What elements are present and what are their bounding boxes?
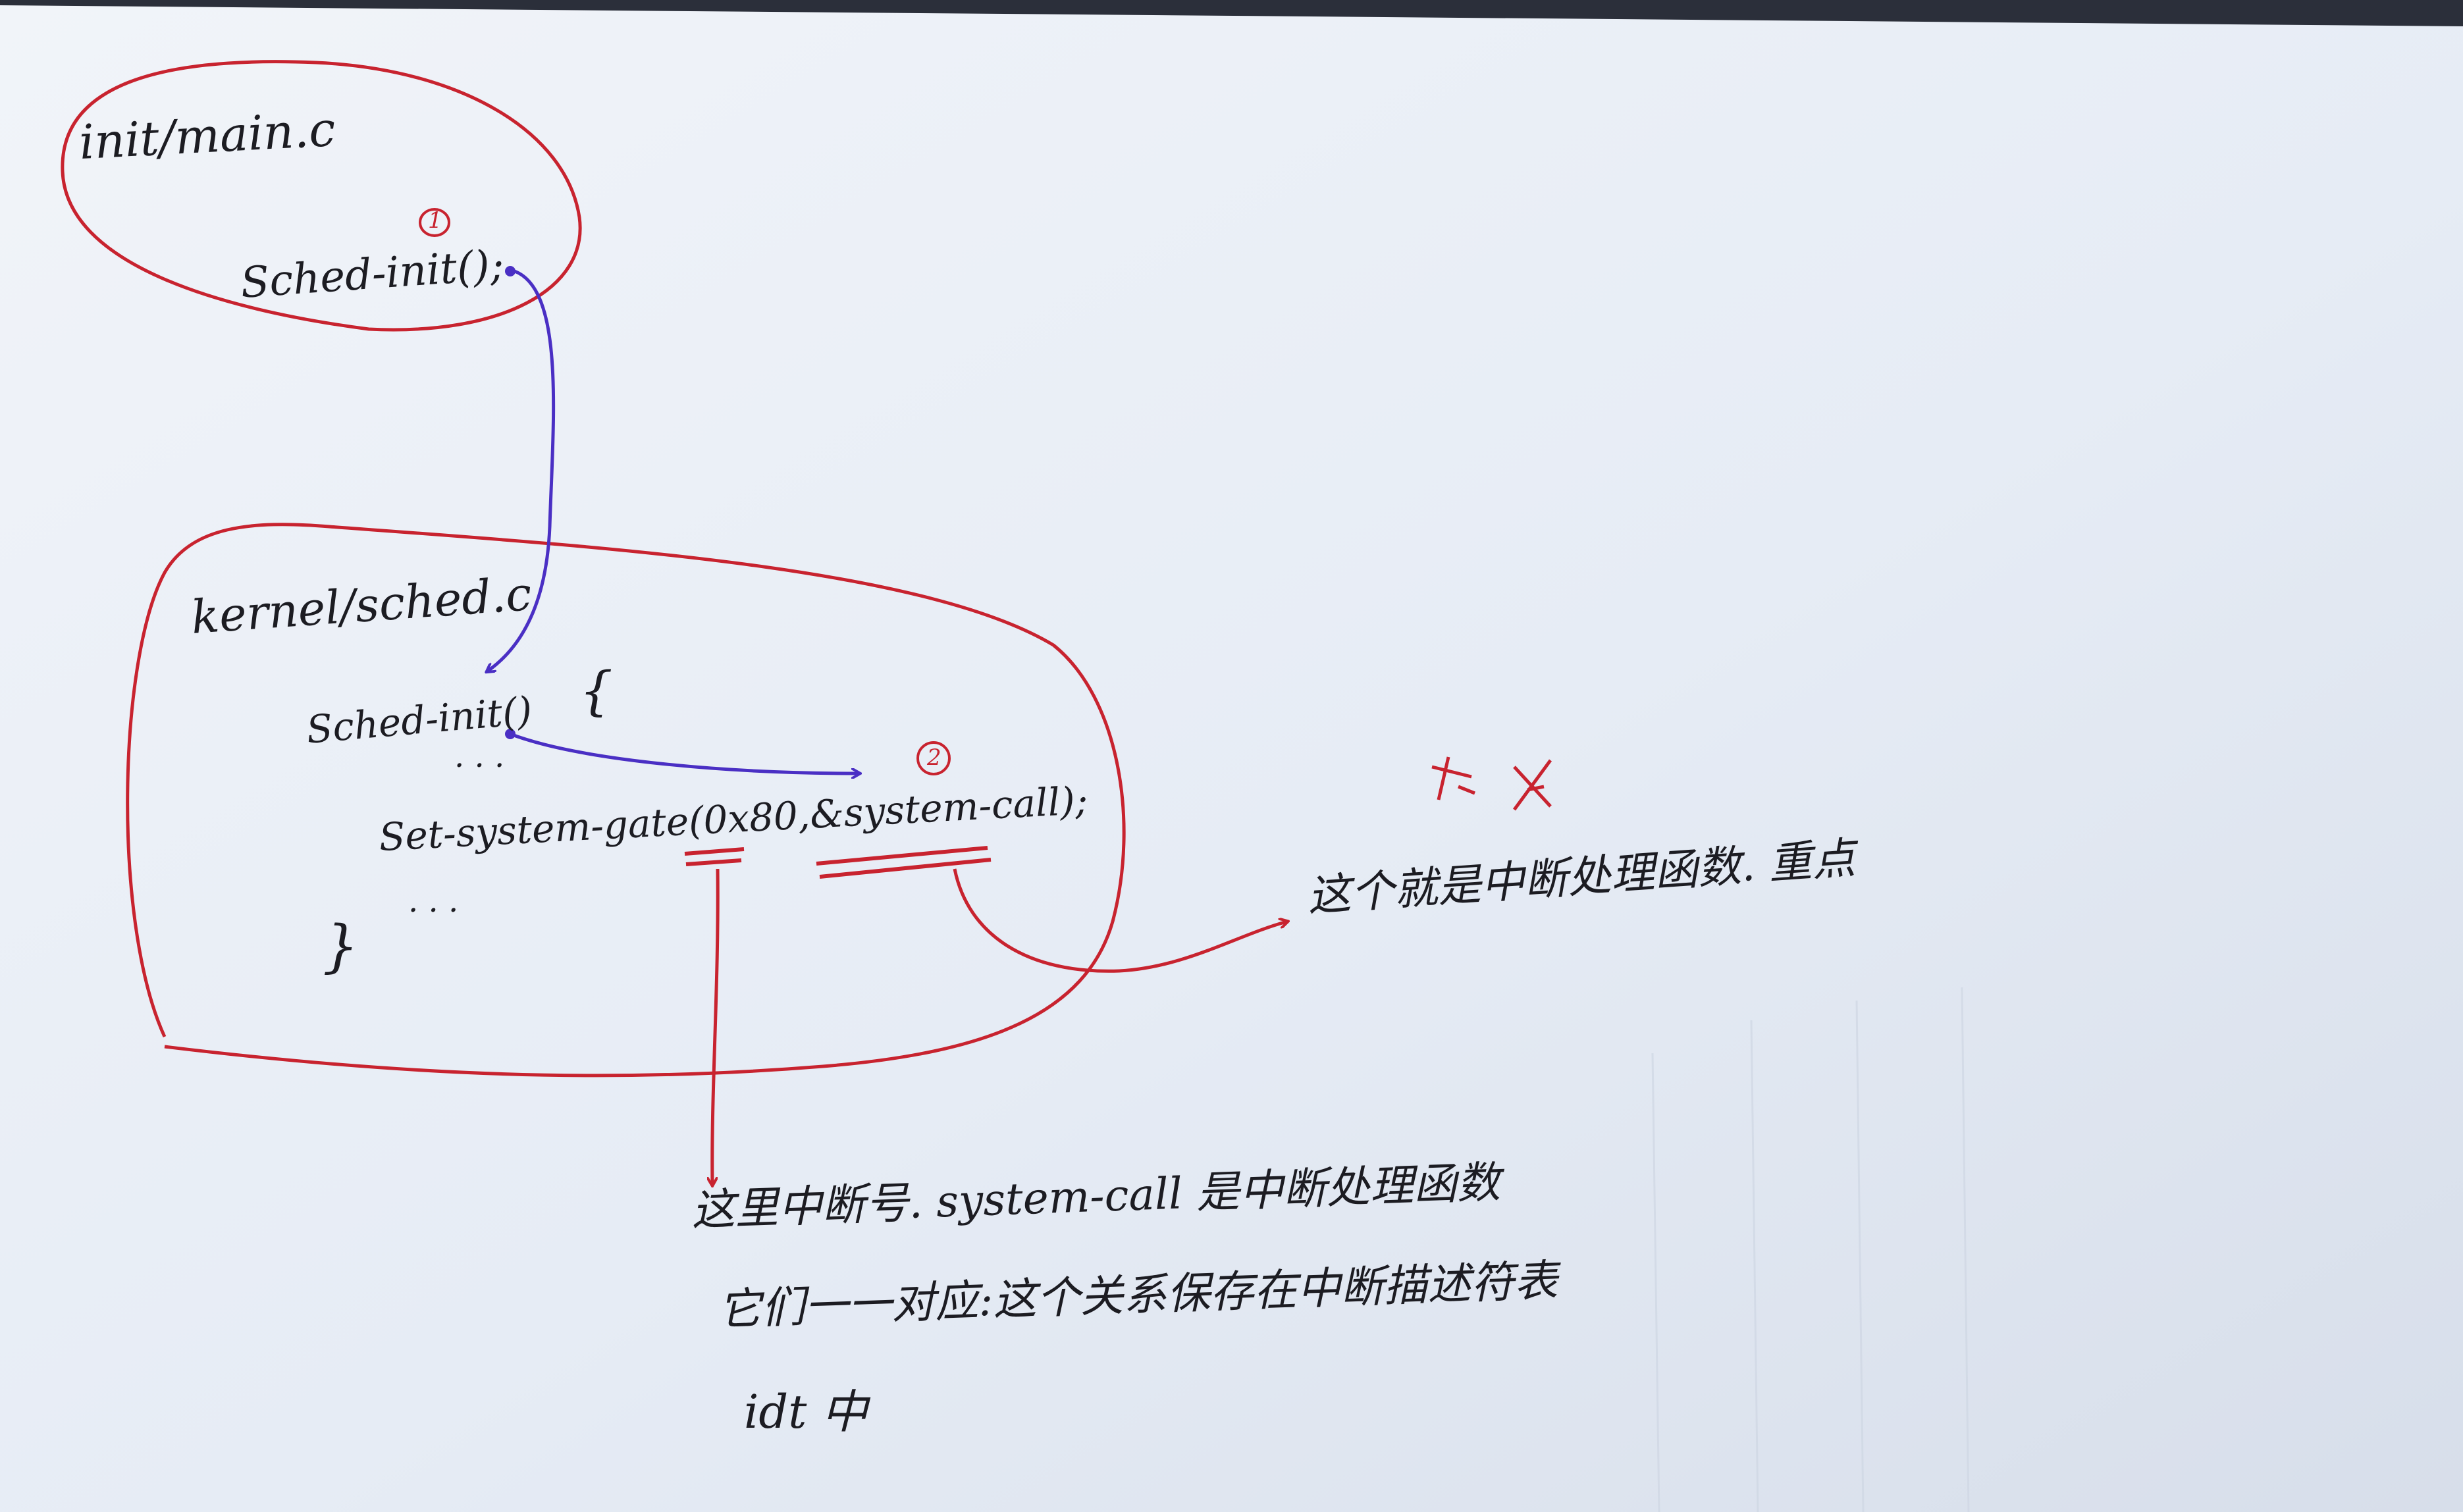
purple-gate-arrow	[510, 732, 859, 773]
note-line-3: idt 中	[744, 1385, 868, 1439]
red-down-arrow	[712, 868, 720, 1185]
red-right-arrow	[953, 868, 1287, 973]
marker-1-circle	[419, 208, 450, 237]
close-brace: }	[323, 914, 359, 979]
marker-2-label: 2	[927, 744, 941, 771]
purple-call-arrow	[487, 268, 556, 671]
ellipsis-1: . . .	[454, 738, 505, 775]
open-brace: {	[579, 660, 613, 721]
file-label-main: init/main.c	[78, 101, 337, 170]
underline-0x80	[684, 847, 745, 866]
emphasis-marks	[1431, 756, 1552, 811]
top-circle	[61, 60, 582, 332]
marker-1-label: 1	[428, 207, 442, 234]
marker-2-circle	[916, 741, 951, 775]
paper-creases	[1651, 987, 1970, 1512]
paper-sheet	[0, 5, 2463, 1512]
underline-system-call	[816, 846, 992, 879]
ellipsis-2: . . .	[408, 883, 459, 920]
bottom-loop	[126, 523, 1126, 1078]
